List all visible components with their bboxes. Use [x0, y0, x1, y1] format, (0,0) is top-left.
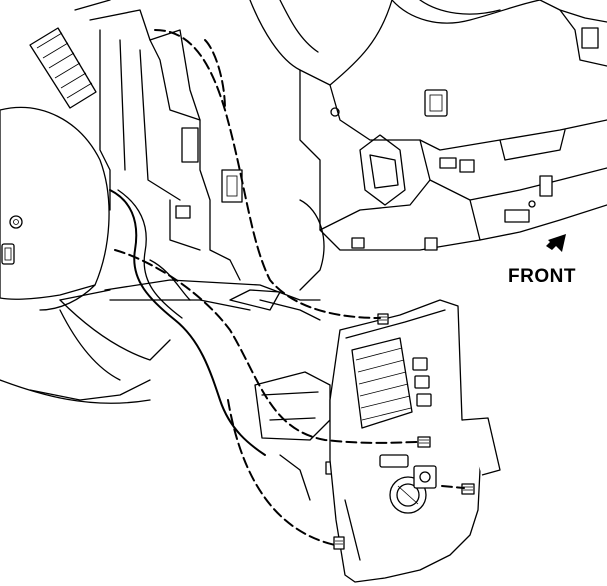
- retaining-clip-icon: [417, 436, 431, 448]
- dash-air-vent: [29, 27, 97, 109]
- instrument-panel-carrier: [249, 0, 607, 291]
- retaining-clip-icon: [377, 313, 389, 325]
- front-direction-label: FRONT: [508, 266, 576, 287]
- retaining-clip-icon: [333, 536, 345, 550]
- front-arrow-icon: [546, 234, 566, 252]
- retaining-clip-icon: [461, 483, 475, 495]
- instrument-panel-trim-cover: [329, 299, 501, 583]
- retaining-clips: [333, 313, 475, 550]
- assembly-guide-lines: [114, 29, 465, 546]
- wiring-harness: [109, 189, 266, 456]
- steering-wheel-hub: [0, 106, 171, 381]
- steering-column-bracket: [0, 0, 321, 404]
- lower-control-module: [254, 371, 339, 501]
